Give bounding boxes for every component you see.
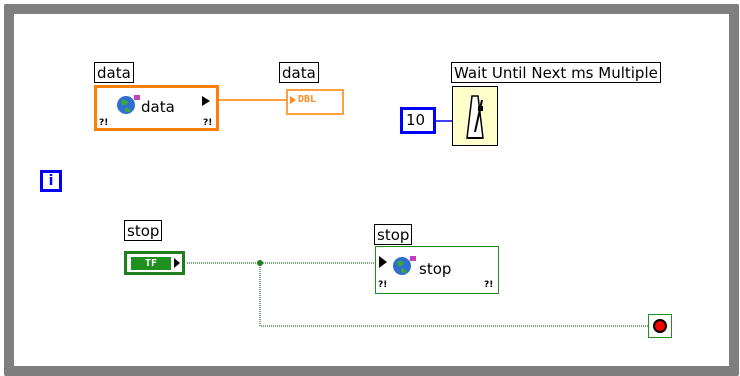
output-arrow-icon [202,96,210,106]
boolean-control-text: TF [131,257,171,270]
stop-boolean-control[interactable]: TF [124,251,185,275]
dbl-indicator[interactable]: DBL [286,89,344,115]
wire-junction [257,260,263,266]
dbl-indicator-text: DBL [298,94,317,105]
numeric-constant-ms[interactable]: 10 [400,107,436,134]
stop-sign-icon [653,319,667,333]
input-arrow-icon [379,256,387,268]
shared-var-stop-text: stop [419,260,452,278]
output-arrow-icon [174,258,180,268]
globe-icon [117,95,140,114]
globe-icon [393,256,416,275]
indicator-data-label: data [279,62,319,83]
stop-branch-wire [259,263,648,327]
shared-var-data-node[interactable]: data ?! ?! [94,85,219,131]
while-loop-frame [4,4,739,376]
metronome-icon [466,95,484,139]
error-out-icon: ?! [203,118,213,128]
error-in-icon: ?! [99,118,109,128]
error-out-icon: ?! [484,280,494,290]
loop-condition-terminal[interactable] [648,314,672,338]
input-arrow-icon [290,96,296,104]
iteration-terminal: i [40,170,62,192]
wait-function-label: Wait Until Next ms Multiple [451,62,661,83]
control-stop-label: stop [124,220,163,241]
shared-var-data-text: data [141,98,175,116]
wait-until-next-ms-multiple-function[interactable] [452,86,498,146]
error-in-icon: ?! [378,280,388,290]
shared-var-stop-node[interactable]: stop ?! ?! [375,246,499,294]
shared-var-data-label: data [94,62,134,83]
shared-var-stop-label: stop [374,224,413,245]
